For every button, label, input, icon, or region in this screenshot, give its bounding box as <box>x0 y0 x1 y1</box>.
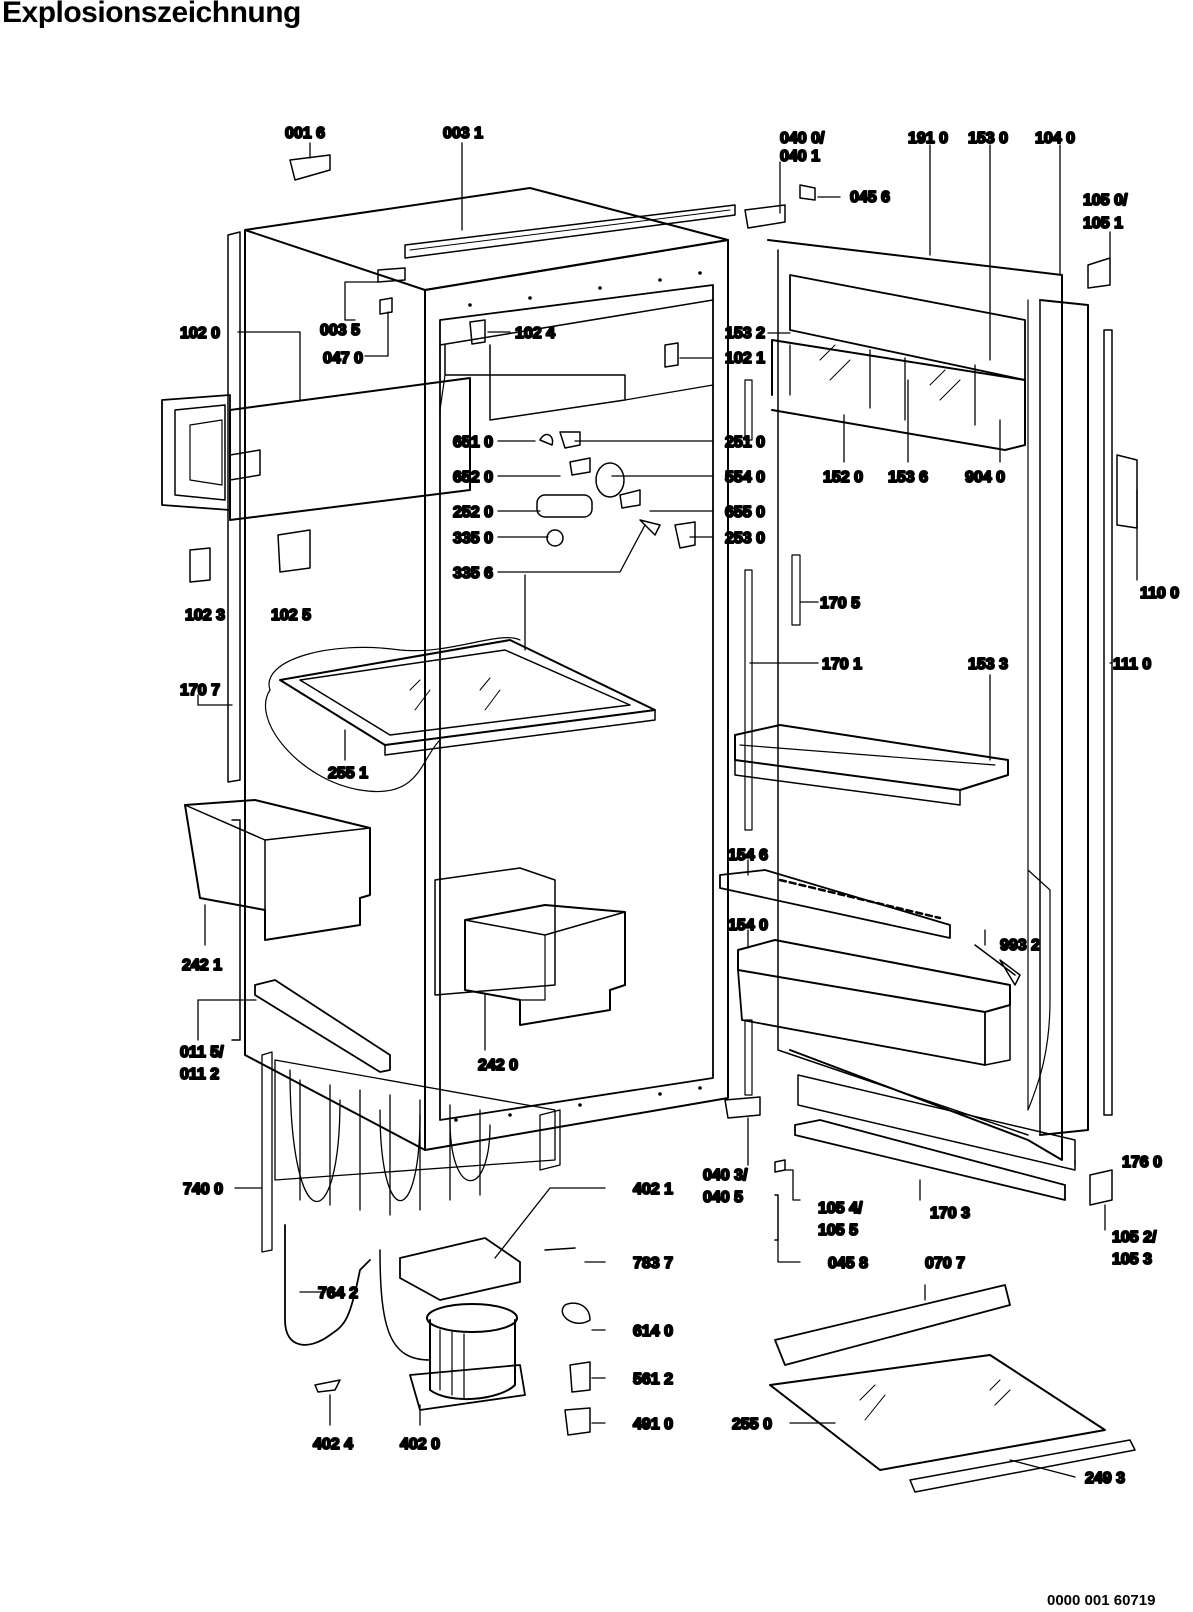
freezer-door <box>161 377 471 521</box>
label-001-6: 001 6 <box>285 125 325 142</box>
butter-compartment <box>771 274 1026 451</box>
label-105-5: 105 5 <box>818 1222 858 1239</box>
label-170-5: 170 5 <box>820 595 860 612</box>
label-102-0: 102 0 <box>180 325 220 342</box>
label-105-1: 105 1 <box>1083 215 1123 232</box>
crisper-drawer <box>434 867 626 1026</box>
label-102-1: 102 1 <box>725 350 765 367</box>
label-402-1: 402 1 <box>633 1181 673 1198</box>
cabinet-body <box>227 187 736 1151</box>
label-554-0: 554 0 <box>725 469 765 486</box>
label-242-0: 242 0 <box>478 1057 518 1074</box>
door-box-left <box>184 799 371 941</box>
label-154-6: 154 6 <box>728 847 768 864</box>
label-003-5: 003 5 <box>320 322 360 339</box>
label-561-2: 561 2 <box>633 1371 673 1388</box>
label-040-3: 040 3/ <box>703 1167 748 1184</box>
label-904-0: 904 0 <box>965 469 1005 486</box>
door-shelf-lower <box>737 939 1011 1066</box>
label-011-2: 011 2 <box>180 1066 219 1083</box>
label-993-2: 993 2 <box>1000 937 1040 954</box>
label-153-2: 153 2 <box>725 325 765 342</box>
label-105-2: 105 2/ <box>1112 1229 1157 1246</box>
door-shelf-rail <box>719 869 951 939</box>
label-040-0: 040 0/ <box>780 130 825 147</box>
label-045-8: 045 8 <box>828 1255 868 1272</box>
page-title: Explosionszeichnung <box>2 0 301 29</box>
label-335-0: 335 0 <box>453 530 493 547</box>
label-242-1: 242 1 <box>182 957 222 974</box>
part-labels: 001 6 003 1 040 0/ 040 1 045 6 191 0 153… <box>179 124 1180 1488</box>
label-153-3: 153 3 <box>968 656 1008 673</box>
glass-shelf-lower <box>769 1284 1136 1493</box>
label-255-0: 255 0 <box>732 1416 772 1433</box>
rail-bar <box>254 979 391 1073</box>
label-110-0: 110 0 <box>1140 585 1179 602</box>
label-105-3: 105 3 <box>1112 1251 1152 1268</box>
label-153-0: 153 0 <box>968 130 1008 147</box>
label-176-0: 176 0 <box>1122 1154 1162 1171</box>
label-335-6: 335 6 <box>453 565 493 582</box>
glass-shelf-upper <box>264 637 656 793</box>
label-105-4: 105 4/ <box>818 1200 863 1217</box>
label-191-0: 191 0 <box>908 130 948 147</box>
label-105-0: 105 0/ <box>1083 192 1128 209</box>
label-040-1: 040 1 <box>780 148 820 165</box>
label-655-0: 655 0 <box>725 504 765 521</box>
capillary-tube <box>284 1224 371 1346</box>
label-255-1: 255 1 <box>328 765 368 782</box>
label-251-0: 251 0 <box>725 434 765 451</box>
label-652-0: 652 0 <box>453 469 493 486</box>
label-170-3: 170 3 <box>930 1205 970 1222</box>
label-170-1: 170 1 <box>822 656 862 673</box>
label-102-3: 102 3 <box>185 607 225 624</box>
label-153-6: 153 6 <box>888 469 928 486</box>
leader-lines <box>197 142 1138 1478</box>
label-154-0: 154 0 <box>728 917 768 934</box>
label-740-0: 740 0 <box>183 1181 223 1198</box>
label-047-0: 047 0 <box>323 350 363 367</box>
label-011-5: 011 5/ <box>180 1044 224 1061</box>
label-402-0: 402 0 <box>400 1436 440 1453</box>
compressor <box>379 1237 526 1411</box>
label-252-0: 252 0 <box>453 504 493 521</box>
label-614-0: 614 0 <box>633 1323 673 1340</box>
label-111-0: 111 0 <box>1113 656 1151 673</box>
small-parts <box>189 154 1113 1436</box>
label-045-6: 045 6 <box>850 189 890 206</box>
label-491-0: 491 0 <box>633 1416 673 1433</box>
label-170-7: 170 7 <box>180 682 220 699</box>
label-003-1: 003 1 <box>443 125 483 142</box>
refrigerator-door <box>744 239 1138 1161</box>
condenser <box>261 1051 561 1253</box>
door-bottom-parts <box>794 1074 1076 1201</box>
label-070-7: 070 7 <box>925 1255 965 1272</box>
door-shelf-upper <box>734 724 1009 806</box>
label-253-0: 253 0 <box>725 530 765 547</box>
label-783-7: 783 7 <box>633 1255 673 1272</box>
label-249-3: 249 3 <box>1085 1470 1125 1487</box>
label-764-2: 764 2 <box>318 1285 358 1302</box>
label-102-4: 102 4 <box>515 325 555 342</box>
label-040-5: 040 5 <box>703 1189 743 1206</box>
label-651-0: 651 0 <box>453 434 493 451</box>
document-number: 0000 001 60719 <box>1047 1592 1156 1609</box>
label-152-0: 152 0 <box>823 469 863 486</box>
label-102-5: 102 5 <box>271 607 311 624</box>
label-402-4: 402 4 <box>313 1436 353 1453</box>
label-104-0: 104 0 <box>1035 130 1075 147</box>
